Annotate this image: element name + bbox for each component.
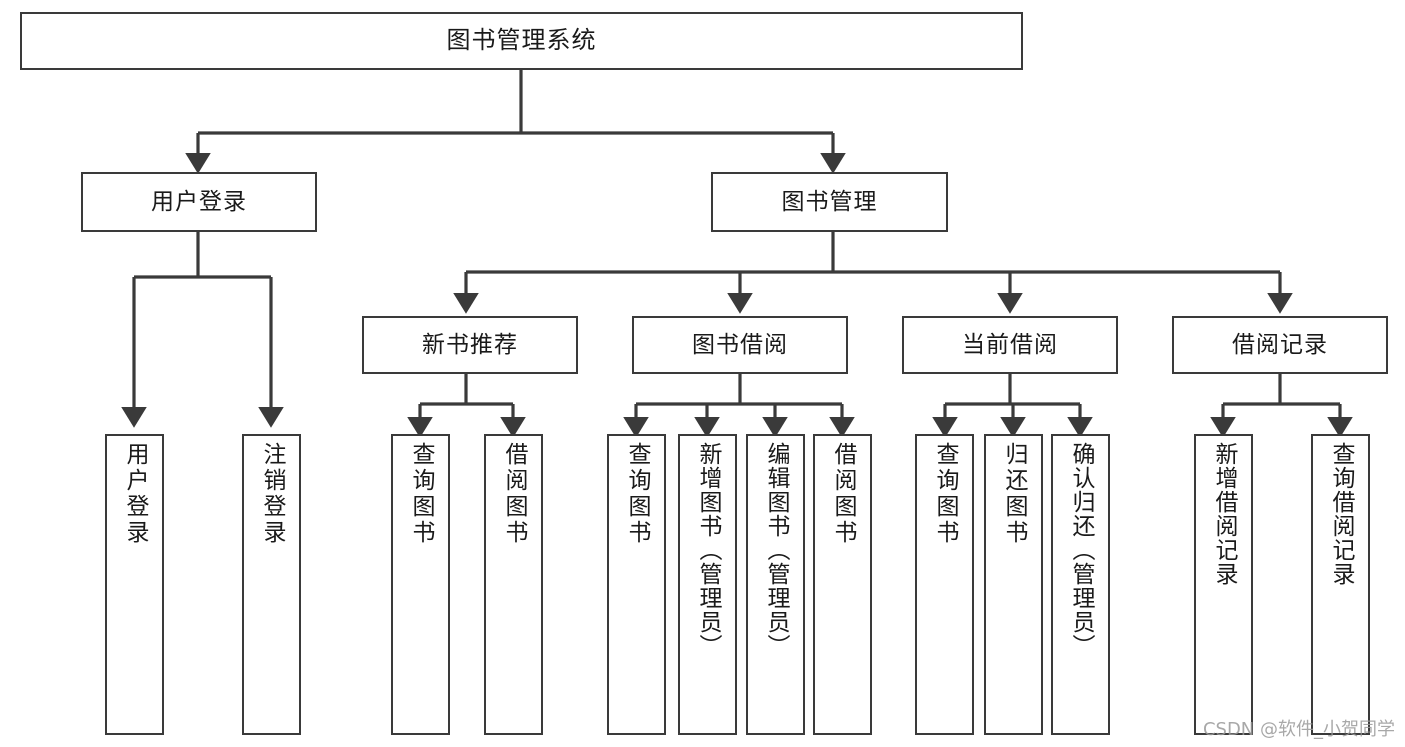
node-leaf-query-record-label: 查询借阅记录 [1328, 442, 1354, 586]
node-leaf-return-book[interactable]: 归还图书 [984, 434, 1043, 735]
node-book-management[interactable]: 图书管理 [711, 172, 948, 232]
node-user-login[interactable]: 用户登录 [81, 172, 317, 232]
node-leaf-query-book-2[interactable]: 查询图书 [607, 434, 666, 735]
node-book-borrow-label: 图书借阅 [692, 331, 788, 358]
node-leaf-query-book-1-label: 查询图书 [408, 442, 434, 546]
node-leaf-logout-login-label: 注销登录 [259, 442, 285, 546]
node-leaf-add-record[interactable]: 新增借阅记录 [1194, 434, 1253, 735]
node-borrow-record-label: 借阅记录 [1232, 331, 1328, 358]
node-leaf-return-book-label: 归还图书 [1001, 442, 1027, 546]
csdn-watermark: CSDN @软件_小贺同学 [1202, 719, 1395, 740]
node-leaf-user-login-label: 用户登录 [122, 442, 148, 546]
node-leaf-query-book-1[interactable]: 查询图书 [391, 434, 450, 735]
node-book-management-label: 图书管理 [781, 188, 878, 215]
node-leaf-logout-login[interactable]: 注销登录 [242, 434, 301, 735]
node-leaf-add-book-label: 新增图书（管理员） [695, 442, 721, 658]
node-borrow-record[interactable]: 借阅记录 [1172, 316, 1388, 374]
node-leaf-borrow-book-2-label: 借阅图书 [830, 442, 856, 546]
node-new-book-recommend-label: 新书推荐 [422, 331, 518, 358]
node-leaf-edit-book[interactable]: 编辑图书（管理员） [746, 434, 805, 735]
node-leaf-user-login[interactable]: 用户登录 [105, 434, 164, 735]
node-book-borrow[interactable]: 图书借阅 [632, 316, 848, 374]
node-leaf-query-record[interactable]: 查询借阅记录 [1311, 434, 1370, 735]
node-current-borrow-label: 当前借阅 [962, 331, 1058, 358]
node-leaf-query-book-3-label: 查询图书 [932, 442, 958, 546]
node-leaf-borrow-book-1-label: 借阅图书 [501, 442, 527, 546]
node-leaf-edit-book-label: 编辑图书（管理员） [763, 442, 789, 658]
node-leaf-query-book-3[interactable]: 查询图书 [915, 434, 974, 735]
node-leaf-confirm-return[interactable]: 确认归还（管理员） [1051, 434, 1110, 735]
node-leaf-query-book-2-label: 查询图书 [624, 442, 650, 546]
node-leaf-borrow-book-1[interactable]: 借阅图书 [484, 434, 543, 735]
node-new-book-recommend[interactable]: 新书推荐 [362, 316, 578, 374]
node-current-borrow[interactable]: 当前借阅 [902, 316, 1118, 374]
node-user-login-label: 用户登录 [151, 188, 247, 215]
node-leaf-confirm-return-label: 确认归还（管理员） [1068, 442, 1094, 658]
node-leaf-borrow-book-2[interactable]: 借阅图书 [813, 434, 872, 735]
node-leaf-add-record-label: 新增借阅记录 [1211, 442, 1237, 586]
node-leaf-add-book[interactable]: 新增图书（管理员） [678, 434, 737, 735]
node-root-label: 图书管理系统 [446, 26, 597, 55]
node-root-system[interactable]: 图书管理系统 [20, 12, 1023, 70]
